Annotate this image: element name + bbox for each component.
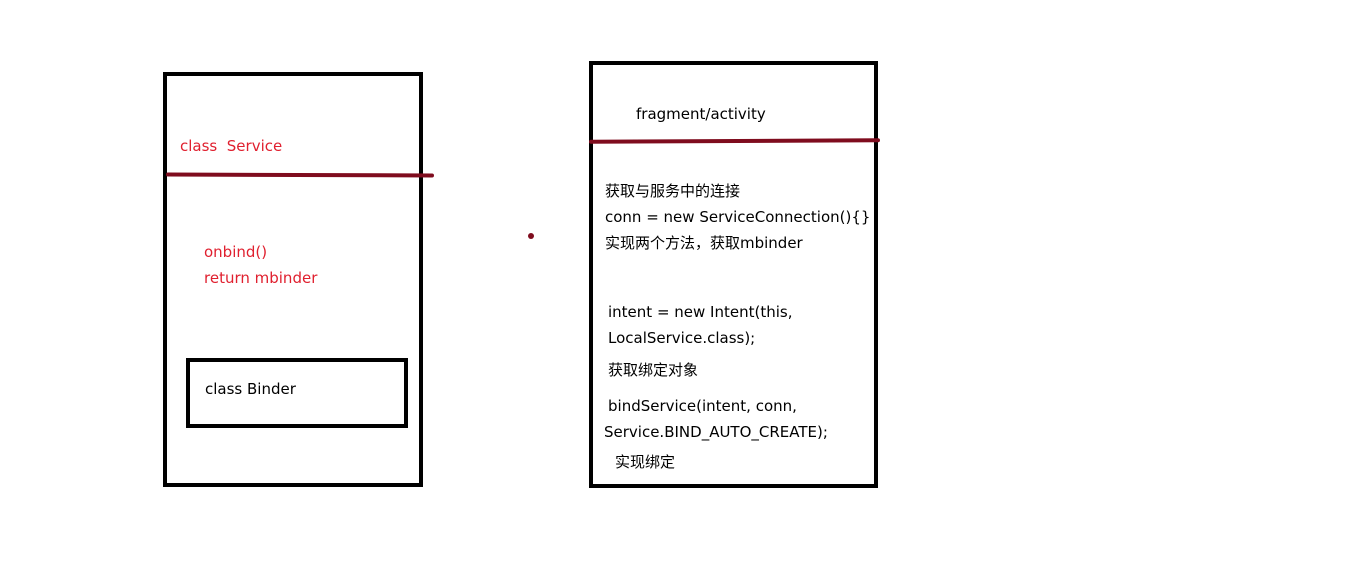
client-text-line: bindService(intent, conn, (608, 397, 797, 415)
client-text-line: 实现绑定 (615, 453, 676, 471)
client-text-line: intent = new Intent(this, (608, 303, 793, 321)
service-title: class Service (180, 137, 283, 155)
client-title: fragment/activity (636, 105, 766, 123)
binder-label: class Binder (205, 380, 296, 398)
client-text-line: 实现两个方法，获取mbinder (605, 234, 803, 252)
onbind-method-label: onbind() (204, 243, 268, 261)
client-text-line: 获取与服务中的连接 (605, 182, 741, 200)
client-text-line: conn = new ServiceConnection(){} (605, 208, 871, 226)
return-mbinder-label: return mbinder (204, 269, 318, 287)
client-text-line: Service.BIND_AUTO_CREATE); (604, 423, 828, 441)
client-text-line: 获取绑定对象 (608, 361, 699, 379)
client-text-line: LocalService.class); (608, 329, 756, 347)
stray-dot (528, 233, 534, 239)
binder-box (186, 358, 408, 428)
client-box (589, 61, 878, 488)
